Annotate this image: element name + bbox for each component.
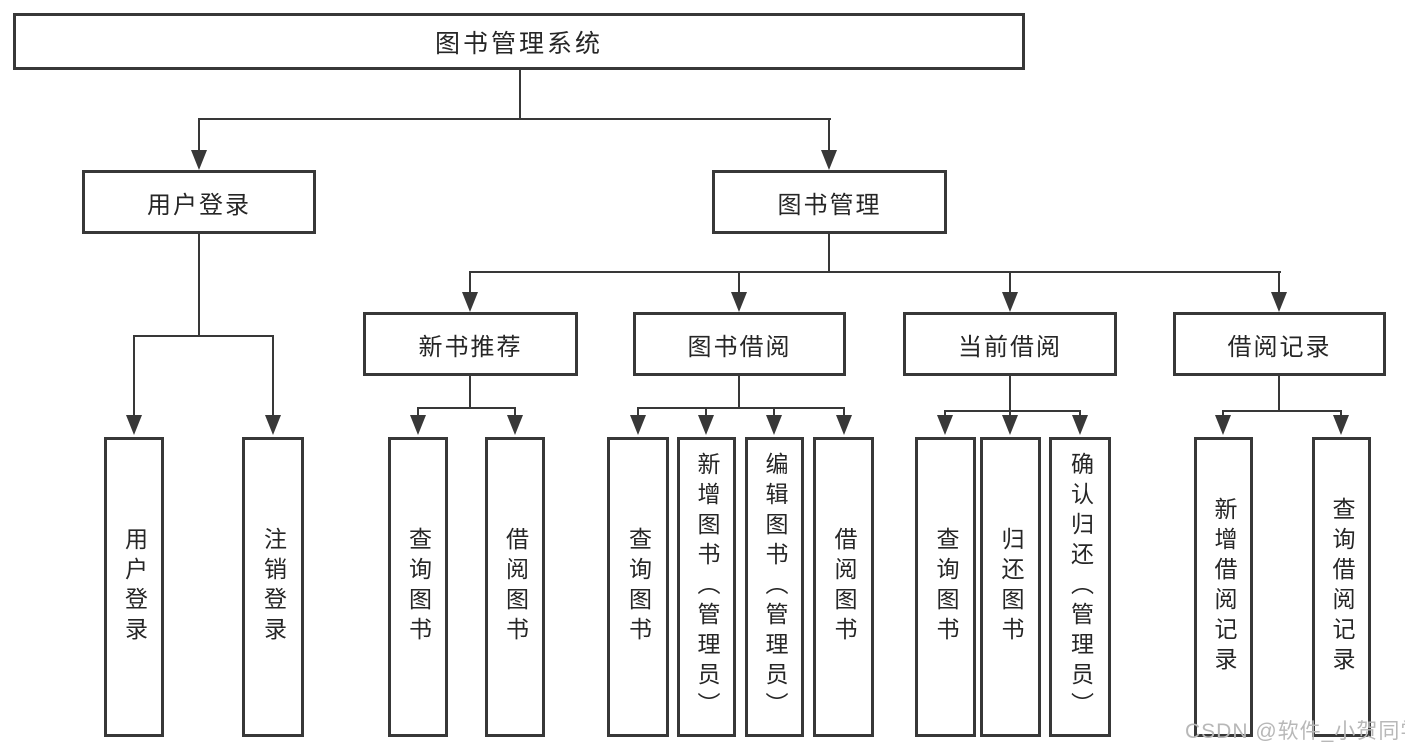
leaf-borrow-edit-books-admin: 编辑图书（管理员） xyxy=(745,437,804,737)
arrow-down-icon xyxy=(1333,415,1349,435)
node-book-borrowing: 图书借阅 xyxy=(633,312,846,376)
leaf-logout-login: 注销登录 xyxy=(242,437,304,737)
leaf-borrow-add-books-admin: 新增图书（管理员） xyxy=(677,437,736,737)
connector-newbook-stub xyxy=(469,374,471,407)
connector-records-branch xyxy=(1222,410,1342,412)
connector-root-branch xyxy=(198,118,831,120)
arrow-down-icon xyxy=(937,415,953,435)
arrow-down-icon xyxy=(821,150,837,170)
connector-drop xyxy=(705,407,707,417)
connector-drop-leaf-logout xyxy=(272,335,274,417)
arrow-down-icon xyxy=(766,415,782,435)
connector-drop xyxy=(637,407,639,417)
connector-borrow-branch xyxy=(637,407,845,409)
arrow-down-icon xyxy=(731,292,747,312)
arrow-down-icon xyxy=(191,150,207,170)
arrow-down-icon xyxy=(1215,415,1231,435)
connector-drop-user-login xyxy=(198,118,200,152)
arrow-down-icon xyxy=(462,292,478,312)
watermark: CSDN @软件_小贺同学 xyxy=(1185,720,1405,743)
connector-drop-borrow xyxy=(738,271,740,294)
connector-drop-book-mgmt xyxy=(828,118,830,152)
connector-root-stub xyxy=(519,70,521,120)
connector-drop xyxy=(843,407,845,417)
node-borrow-records: 借阅记录 xyxy=(1173,312,1386,376)
connector-drop-newbook xyxy=(469,271,471,294)
arrow-down-icon xyxy=(1072,415,1088,435)
connector-drop-leaf-login xyxy=(133,335,135,417)
leaf-records-add-record: 新增借阅记录 xyxy=(1194,437,1253,737)
connector-drop xyxy=(944,410,946,418)
connector-drop xyxy=(417,407,419,417)
arrow-down-icon xyxy=(1271,292,1287,312)
connector-drop xyxy=(773,407,775,417)
leaf-records-query-record: 查询借阅记录 xyxy=(1312,437,1371,737)
node-current-borrowing: 当前借阅 xyxy=(903,312,1117,376)
connector-drop xyxy=(514,407,516,417)
arrow-down-icon xyxy=(265,415,281,435)
connector-current-stub xyxy=(1009,374,1011,410)
leaf-borrow-query-books: 查询图书 xyxy=(607,437,669,737)
leaf-current-query-books: 查询图书 xyxy=(915,437,976,737)
arrow-down-icon xyxy=(1002,292,1018,312)
leaf-borrow-borrow-books: 借阅图书 xyxy=(813,437,874,737)
arrow-down-icon xyxy=(836,415,852,435)
connector-current-branch xyxy=(944,410,1081,412)
connector-drop xyxy=(1079,410,1081,418)
connector-drop-current xyxy=(1009,271,1011,294)
arrow-down-icon xyxy=(410,415,426,435)
arrow-down-icon xyxy=(126,415,142,435)
connector-userlogin-stub xyxy=(198,234,200,335)
arrow-down-icon xyxy=(507,415,523,435)
leaf-current-confirm-return-admin: 确认归还（管理员） xyxy=(1049,437,1111,737)
arrow-down-icon xyxy=(1002,415,1018,435)
connector-newbook-branch xyxy=(417,407,516,409)
connector-drop xyxy=(1009,410,1011,418)
connector-drop xyxy=(1340,410,1342,418)
leaf-current-return-books: 归还图书 xyxy=(980,437,1041,737)
connector-drop xyxy=(1222,410,1224,418)
arrow-down-icon xyxy=(630,415,646,435)
node-book-management: 图书管理 xyxy=(712,170,947,234)
connector-userlogin-branch xyxy=(133,335,274,337)
leaf-user-login: 用户登录 xyxy=(104,437,164,737)
connector-drop-records xyxy=(1278,271,1280,294)
connector-bookmgmt-branch xyxy=(469,271,1281,273)
node-user-login: 用户登录 xyxy=(82,170,316,234)
node-library-system: 图书管理系统 xyxy=(13,13,1025,70)
arrow-down-icon xyxy=(698,415,714,435)
connector-borrow-stub xyxy=(738,374,740,407)
leaf-newbook-query-books: 查询图书 xyxy=(388,437,448,737)
node-new-book-recommend: 新书推荐 xyxy=(363,312,578,376)
connector-bookmgmt-stub xyxy=(828,234,830,273)
leaf-newbook-borrow-books: 借阅图书 xyxy=(485,437,545,737)
connector-records-stub xyxy=(1278,374,1280,410)
